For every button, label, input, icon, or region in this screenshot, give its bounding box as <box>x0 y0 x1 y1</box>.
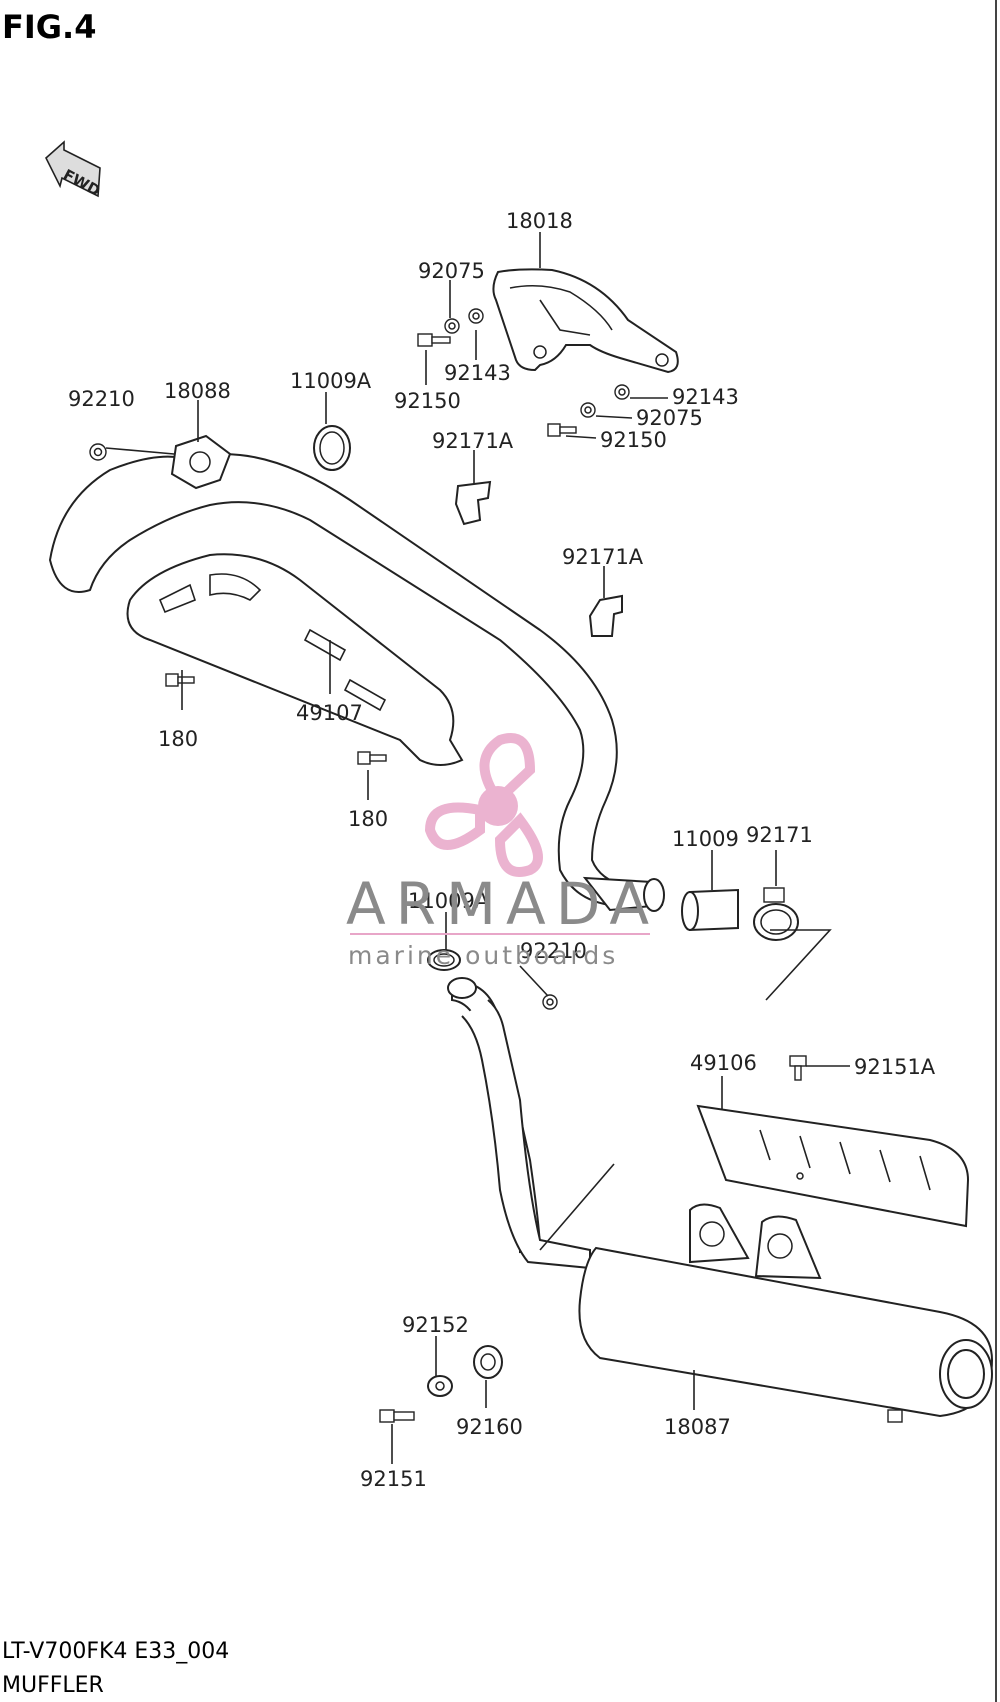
nut-92075-lower <box>580 402 596 418</box>
washer-92143-lower <box>614 384 630 400</box>
label-18018: 18018 <box>506 209 573 233</box>
propeller-logo-icon <box>424 733 543 877</box>
label-92075-lower: 92075 <box>636 406 703 430</box>
heat-shield-49106 <box>696 1104 970 1228</box>
bolt-92151 <box>379 1409 415 1423</box>
heat-shield-49107 <box>126 553 464 766</box>
label-92075-upper: 92075 <box>418 259 485 283</box>
gasket-11009A-lower <box>427 949 461 971</box>
label-92143-lower: 92143 <box>672 385 739 409</box>
watermark: ARMADA marine outboards <box>346 733 659 970</box>
label-92150-upper: 92150 <box>394 389 461 413</box>
label-92143-upper: 92143 <box>444 361 511 385</box>
bracket-92171A-upper <box>454 480 492 526</box>
label-49107: 49107 <box>296 701 363 725</box>
gasket-11009A-upper <box>313 425 351 471</box>
label-18088: 18088 <box>164 379 231 403</box>
label-92171A-lower: 92171A <box>562 545 644 569</box>
leader-lines <box>105 232 850 1464</box>
label-92151A: 92151A <box>854 1055 936 1079</box>
exhaust-pipe-18088 <box>48 453 665 912</box>
bolt-92150-upper <box>417 333 451 347</box>
label-49106: 49106 <box>690 1051 757 1075</box>
figure-title: FIG.4 <box>2 8 96 46</box>
watermark-brand: ARMADA <box>346 870 659 938</box>
label-92151: 92151 <box>360 1467 427 1491</box>
label-11009A-upper: 11009A <box>290 369 372 393</box>
grommet-92160 <box>473 1345 503 1379</box>
washer-92143-upper <box>468 308 484 324</box>
label-92171A-upper: 92171A <box>432 429 514 453</box>
watermark-tagline: marine outboards <box>348 941 618 970</box>
muffler-18087 <box>578 1203 994 1423</box>
label-180-left: 180 <box>158 727 198 751</box>
rear-exhaust-pipe <box>447 977 591 1270</box>
bracket-92171A-lower <box>588 594 623 637</box>
heat-guard-bracket-18018 <box>492 268 679 374</box>
model-code: LT-V700FK4 E33_004 <box>2 1639 229 1664</box>
bolt-92150-lower <box>547 423 577 437</box>
nut-92075-upper <box>444 318 460 334</box>
bolt-92151A <box>789 1055 807 1081</box>
nut-92210-upper <box>89 443 107 461</box>
clamp-92171 <box>753 887 799 941</box>
collar-92152 <box>427 1375 453 1397</box>
part-labels: 18018 92075 92143 92150 92143 92075 9215… <box>68 209 936 1491</box>
bolt-180-left <box>165 673 195 687</box>
nut-92210-lower <box>542 994 558 1010</box>
label-92210-lower: 92210 <box>520 939 587 963</box>
label-92160: 92160 <box>456 1415 523 1439</box>
label-11009: 11009 <box>672 827 739 851</box>
sleeve-11009 <box>681 888 739 932</box>
bolt-180-right <box>357 751 387 765</box>
label-18087: 18087 <box>664 1415 731 1439</box>
label-92210-upper: 92210 <box>68 387 135 411</box>
label-92150-lower: 92150 <box>600 428 667 452</box>
label-180-right: 180 <box>348 807 388 831</box>
label-92152: 92152 <box>402 1313 469 1337</box>
section-name: MUFFLER <box>2 1673 104 1698</box>
label-11009A-lower: 11009A <box>408 889 490 913</box>
flange-18088 <box>170 434 232 490</box>
forward-arrow-icon: FWD <box>45 140 103 200</box>
label-92171: 92171 <box>746 823 813 847</box>
